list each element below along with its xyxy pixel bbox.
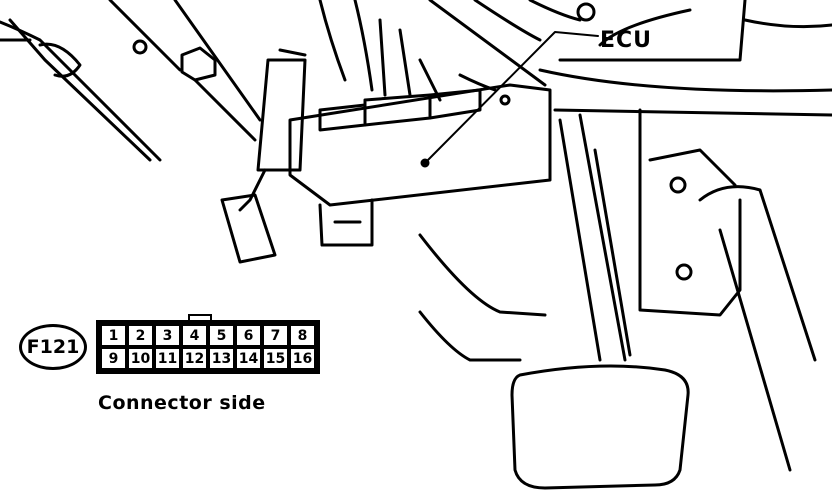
connector-pin: 12: [182, 348, 207, 369]
connector-pin: 15: [263, 348, 288, 369]
dash-edge-line: [473, 0, 542, 42]
steering-column: [38, 42, 82, 78]
connector-pin: 9: [101, 348, 126, 369]
connector-pin: 6: [236, 325, 261, 346]
dash-edge-line: [0, 20, 162, 162]
ecu-label: ECU: [600, 28, 653, 53]
pedal-arm: [593, 148, 632, 357]
dash-edge-line: [743, 18, 832, 29]
mount-hole: [132, 39, 148, 55]
pedal-bracket: [648, 148, 737, 187]
bracket: [193, 78, 257, 142]
ecu-box: [428, 88, 482, 120]
pedal-bracket: [718, 228, 792, 472]
connector-pin: 5: [209, 325, 234, 346]
connector-pin: 4: [182, 325, 207, 346]
connector-pin: 10: [128, 348, 153, 369]
dash-edge-line: [538, 68, 832, 93]
floor-line: [418, 310, 522, 362]
mount-hole: [675, 263, 693, 281]
connector-key-tab: [188, 314, 212, 323]
harness-wire: [353, 0, 374, 92]
floor-line: [418, 233, 547, 317]
dash-edge-line: [428, 0, 547, 87]
connector-pin: 14: [236, 348, 261, 369]
connector-id-badge: F121: [19, 324, 87, 370]
connector-pin: 8: [290, 325, 315, 346]
connector-pin: 13: [209, 348, 234, 369]
pedal-bracket: [698, 185, 817, 362]
pedal-pad: [510, 364, 690, 490]
dash-edge-line: [108, 0, 182, 72]
connector-caption: Connector side: [98, 392, 266, 414]
pedal-arm: [558, 118, 602, 362]
steering-column: [8, 18, 152, 162]
connector-pin-grid: 1 2 3 4 5 6 7 8 9 10 11 12 13 14 15 16: [96, 320, 320, 374]
harness-wire: [398, 28, 412, 97]
ecu-box: [288, 83, 552, 207]
connector-pin: 2: [128, 325, 153, 346]
bracket: [180, 46, 217, 82]
ecu-bracket: [318, 198, 374, 247]
mount-hole: [669, 176, 687, 194]
dash-edge-line: [598, 8, 692, 47]
dash-edge-line: [173, 0, 262, 122]
mount-hole: [576, 2, 596, 22]
connector-plug: [256, 58, 307, 172]
connector-id: F121: [26, 336, 80, 358]
connector-pin: 3: [155, 325, 180, 346]
connector-plug: [278, 48, 307, 57]
harness-wire: [378, 18, 387, 97]
connector-plug: [220, 193, 277, 264]
connector-pin: 7: [263, 325, 288, 346]
mount-hole: [499, 94, 511, 106]
dash-edge-line: [558, 0, 747, 62]
ecu-leader-line: [424, 31, 599, 164]
connector-pin: 1: [101, 325, 126, 346]
harness-wire: [318, 0, 347, 82]
dash-edge-line: [553, 108, 832, 117]
dash-edge-line: [528, 0, 582, 22]
pedal-arm: [578, 113, 627, 362]
connector-pin: 16: [290, 348, 315, 369]
connector-pin: 11: [155, 348, 180, 369]
pedal-bracket: [638, 108, 742, 317]
harness-wire: [238, 168, 267, 212]
